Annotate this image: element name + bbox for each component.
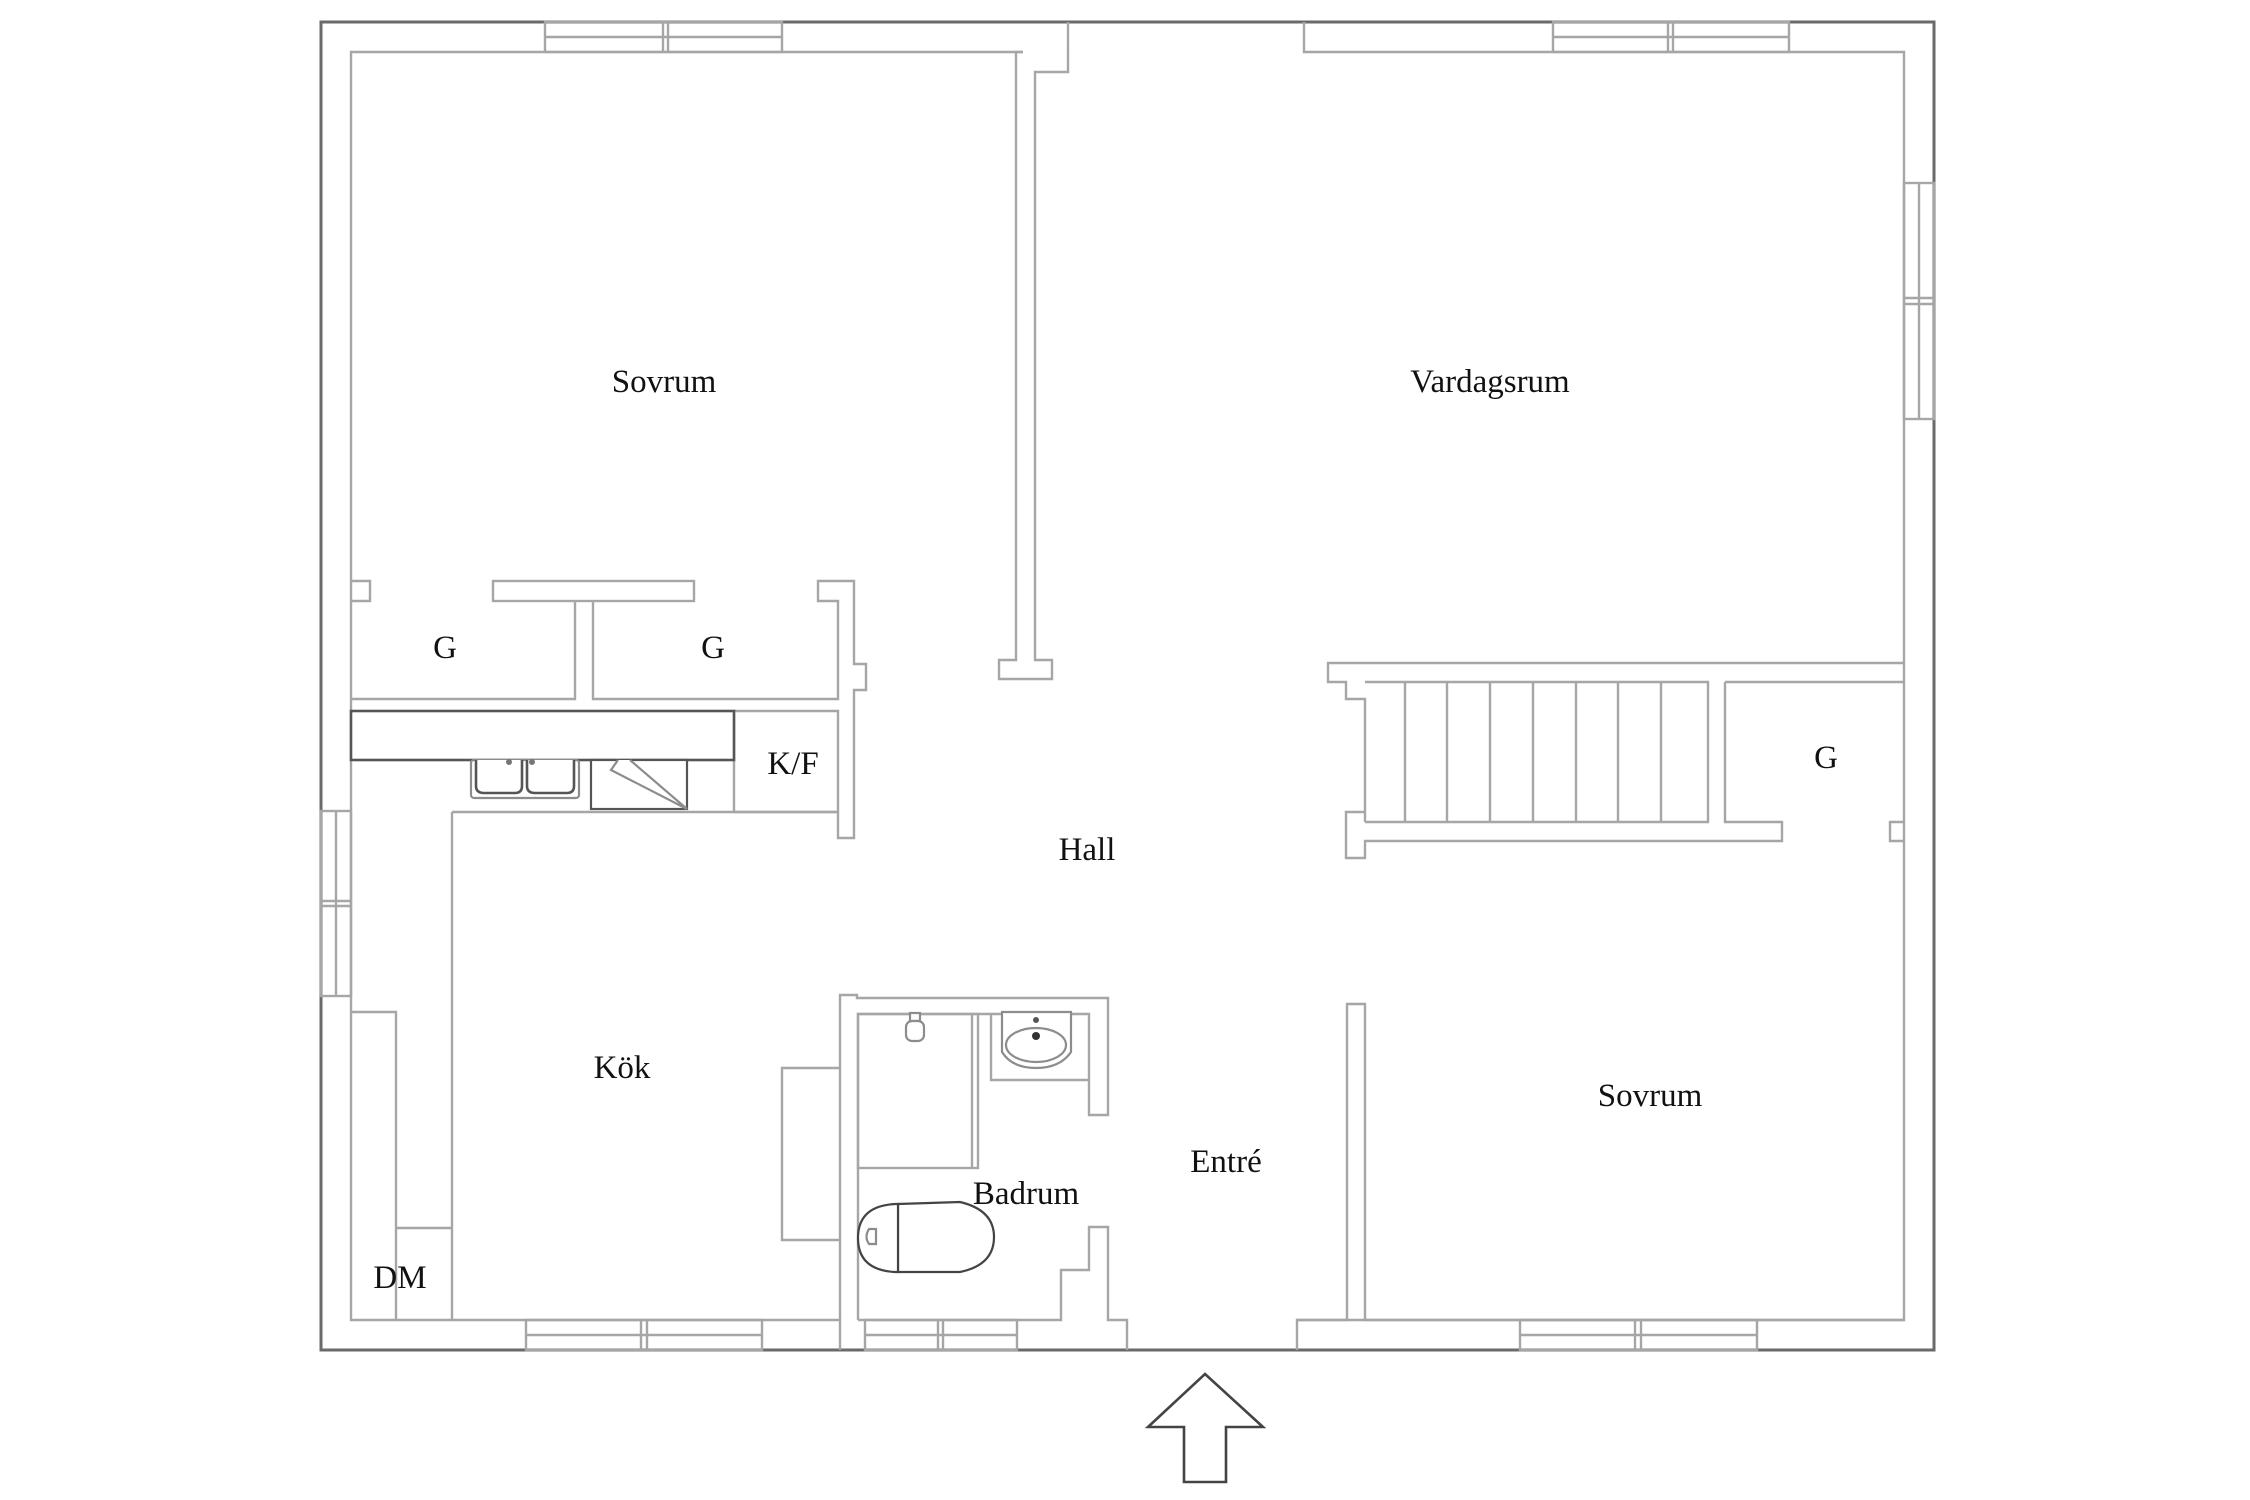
double-sink-icon [469, 758, 581, 800]
interior-walls [351, 50, 1904, 1350]
room-label-kok: Kök [594, 1050, 651, 1086]
stove-icon [589, 758, 689, 811]
staircase [1403, 682, 1663, 822]
range-hood-shelf [349, 709, 736, 762]
windows [319, 20, 1936, 1352]
bathroom-fixtures [856, 1010, 1073, 1274]
room-label-sovrum-1: Sovrum [612, 364, 717, 400]
washbasin-icon [1000, 1010, 1073, 1070]
room-label-garderob-1: G [433, 630, 457, 666]
room-label-hall: Hall [1059, 832, 1116, 868]
room-label-vardagsrum: Vardagsrum [1410, 364, 1570, 400]
arrow-up-icon [1144, 1372, 1267, 1484]
room-label-diskmaskin: DM [373, 1260, 426, 1296]
room-label-entre: Entré [1190, 1144, 1261, 1180]
toilet-icon [856, 1200, 996, 1274]
room-label-garderob-3: G [1814, 740, 1838, 776]
room-label-badrum: Badrum [973, 1176, 1080, 1212]
room-labels: Sovrum Vardagsrum G G G K/F Hall Kök Bad… [373, 364, 1838, 1296]
room-label-garderob-2: G [701, 630, 725, 666]
shower-head-icon [904, 1011, 926, 1043]
exterior-walls [319, 20, 1936, 1352]
kitchen-fixtures [349, 709, 736, 811]
room-label-kyl-frys: K/F [767, 746, 818, 782]
room-label-sovrum-2: Sovrum [1598, 1078, 1703, 1114]
